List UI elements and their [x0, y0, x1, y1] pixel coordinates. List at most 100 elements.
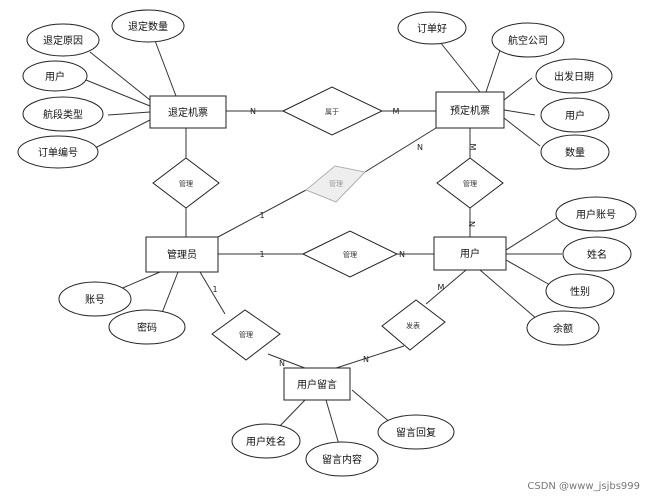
attr-user-name: 姓名 [562, 236, 632, 272]
attr-refund-user-label: 用户 [45, 70, 65, 83]
attr-depart-date-label: 出发日期 [554, 70, 594, 83]
rel-user-booking-label: 管理 [463, 179, 477, 188]
attr-user-gender-label: 性别 [570, 285, 590, 298]
entity-refund-ticket: 退定机票 [149, 95, 227, 129]
rel-belongs: 属于 [281, 86, 384, 136]
rel-user-booking: 管理 [436, 157, 504, 209]
card-user-msg-user: M [438, 283, 445, 292]
attr-booked-user: 用户 [540, 97, 610, 133]
link-user-balance [479, 269, 539, 321]
rel-manage-refund: 管理 [152, 157, 220, 209]
attr-admin-password: 密码 [108, 309, 186, 345]
attr-segment-type-label: 航段类型 [43, 108, 83, 121]
rel-manage-refund-label: 管理 [179, 179, 193, 188]
attr-message-content-label: 留言内容 [322, 453, 362, 466]
attr-user-account: 用户账号 [555, 196, 637, 232]
link-refund-user [85, 79, 151, 107]
attr-user-balance-label: 余额 [553, 322, 573, 335]
attr-depart-date: 出发日期 [535, 58, 613, 94]
link-depart-date [503, 77, 533, 101]
attr-message-user-name-label: 用户姓名 [246, 435, 286, 448]
rel-manage-booking-label: 管理 [329, 179, 343, 188]
link-booked-user [503, 109, 536, 116]
rel-manage-booking: 管理 [305, 165, 366, 203]
link-order-no [94, 119, 151, 149]
attr-booked-user-label: 用户 [565, 109, 585, 122]
entity-user: 用户 [433, 236, 507, 271]
attr-user-name-label: 姓名 [587, 248, 607, 261]
card-admin-booking-admin: 1 [259, 211, 264, 220]
link-user-gender [505, 259, 551, 286]
attr-user-account-label: 用户账号 [576, 208, 616, 221]
link-refund-reason [89, 51, 151, 101]
attr-order-id: 订单好 [397, 11, 467, 45]
card-user-msg-msg: N [363, 355, 369, 364]
attr-quantity: 数量 [540, 134, 610, 170]
attr-refund-qty-label: 退定数量 [128, 20, 168, 33]
link-admin-account [117, 271, 161, 291]
entity-booked-ticket: 预定机票 [435, 91, 505, 129]
link-segment-type [107, 111, 151, 116]
entity-message-label: 用户留言 [297, 378, 337, 391]
link-admin-msgmgr [199, 271, 226, 315]
entity-booked-ticket-label: 预定机票 [450, 104, 490, 117]
attr-message-content: 留言内容 [305, 441, 379, 477]
card-booking-top: M [468, 144, 477, 151]
card-admin-msg-msg: N [279, 359, 285, 368]
attr-refund-qty: 退定数量 [111, 9, 185, 43]
link-msg-username [275, 399, 306, 431]
rel-manage-message: 管理 [211, 309, 281, 361]
entity-message: 用户留言 [283, 367, 351, 401]
attr-admin-account-label: 账号 [85, 294, 105, 306]
link-msg-content [325, 399, 341, 449]
attr-refund-user: 用户 [22, 60, 88, 92]
card-belongs-right: M [393, 107, 400, 116]
link-msg-reply [351, 389, 393, 425]
card-admin-booking-ticket: N [417, 143, 423, 152]
rel-publish: 发表 [381, 299, 446, 351]
entity-admin: 管理员 [145, 236, 219, 273]
rel-publish-label: 发表 [406, 321, 420, 330]
attr-user-gender: 性别 [545, 273, 615, 309]
attr-airline-label: 航空公司 [508, 34, 548, 47]
link-publish-msg [329, 345, 405, 371]
rel-manage-user: 管理 [301, 230, 399, 278]
link-refund-qty [153, 37, 177, 97]
attr-admin-account: 账号 [58, 281, 132, 317]
attr-airline: 航空公司 [491, 22, 565, 58]
attr-order-no: 订单编号 [17, 135, 99, 169]
link-order-id [439, 41, 481, 93]
attr-refund-reason: 退定原因 [26, 23, 100, 57]
link-admin-password [159, 271, 179, 319]
watermark: CSDN @www_jsjbs999 [527, 481, 640, 492]
attr-message-reply: 留言回复 [377, 414, 455, 450]
link-msgmgr-msg [267, 353, 311, 371]
link-airline [485, 49, 501, 93]
card-belongs-left: N [250, 107, 256, 116]
attr-quantity-label: 数量 [565, 146, 585, 159]
attr-segment-type: 航段类型 [22, 96, 104, 132]
attr-message-reply-label: 留言回复 [396, 426, 436, 439]
attr-order-id-label: 订单好 [417, 23, 447, 35]
attr-user-balance: 余额 [526, 310, 600, 346]
entity-admin-label: 管理员 [167, 248, 197, 261]
card-admin-msg-admin: 1 [212, 285, 217, 294]
card-admin-user-user: N [399, 250, 405, 259]
link-bookmgr-booked [364, 127, 437, 173]
entity-refund-ticket-label: 退定机票 [168, 106, 208, 119]
link-admin-bookmgr [217, 189, 307, 238]
link-user-account [505, 215, 561, 251]
rel-manage-user-label: 管理 [343, 250, 357, 259]
entity-user-label: 用户 [460, 247, 480, 260]
rel-manage-message-label: 管理 [239, 330, 253, 339]
attr-message-user-name: 用户姓名 [231, 423, 301, 459]
attr-refund-reason-label: 退定原因 [43, 34, 83, 47]
attr-admin-password-label: 密码 [137, 321, 157, 334]
rel-belongs-label: 属于 [325, 108, 339, 116]
attr-order-no-label: 订单编号 [38, 146, 78, 159]
link-user-publish [425, 269, 467, 305]
link-quantity [503, 117, 541, 147]
card-admin-user-admin: 1 [259, 250, 264, 259]
card-booking-bottom: N [467, 221, 476, 227]
